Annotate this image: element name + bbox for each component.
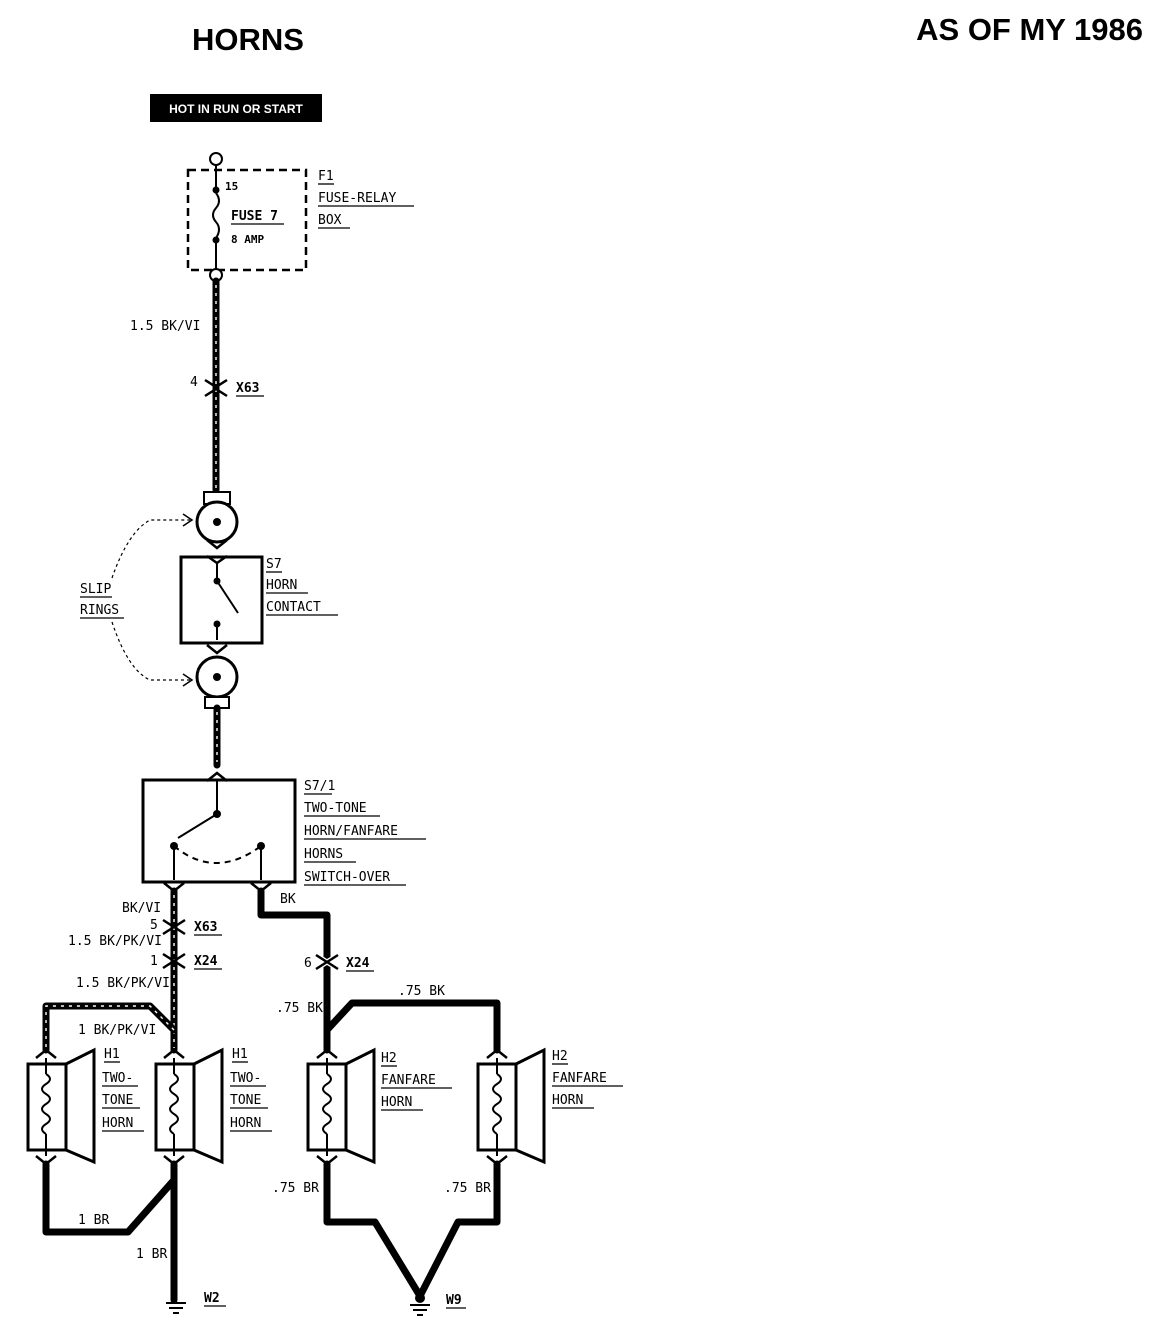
- h2-ground-wires: .75 BR .75 BR W9: [272, 1160, 501, 1316]
- fuse-name-label: FUSE 7: [231, 209, 278, 224]
- x24-left-pin: 1: [150, 954, 158, 969]
- h2-ground-left-label: .75 BR: [272, 1181, 319, 1196]
- x63-top-pin: 4: [190, 375, 198, 390]
- h1-right-name-2: TONE: [230, 1093, 261, 1108]
- fuse-box-name-2: BOX: [318, 213, 342, 228]
- h1-left-name-2: TONE: [102, 1093, 133, 1108]
- power-banner-label: HOT IN RUN OR START: [169, 102, 303, 116]
- fuse-rating-label: 8 AMP: [231, 233, 264, 246]
- fanfare-feed-wire: BK 6 X24 .75 BK .75 BK: [250, 882, 501, 1054]
- h1-feed-upper-label: 1.5 BK/PK/VI: [68, 934, 162, 949]
- h2-jumper-label: .75 BK: [398, 984, 445, 999]
- x24-right-pin: 6: [304, 956, 312, 971]
- slip-rings-annotation: SLIP RINGS: [80, 513, 194, 687]
- model-year-label: AS OF MY 1986: [916, 12, 1143, 47]
- slip-ring-lower: [195, 644, 239, 769]
- h1-left-name-1: TWO-: [102, 1071, 133, 1086]
- ground-w9-label: W9: [446, 1293, 462, 1308]
- horn-contact-id: S7: [266, 557, 282, 572]
- slip-ring-upper: [195, 491, 239, 550]
- x63-mid-name: X63: [194, 920, 217, 935]
- switch-over-id: S7/1: [304, 779, 335, 794]
- power-terminal: [209, 152, 223, 166]
- switch-over-name-1: TWO-TONE: [304, 801, 367, 816]
- horn-coil-icon: [41, 1073, 51, 1135]
- s71-left-out-label: BK/VI: [122, 901, 161, 916]
- horn-h1-right: H1 TWO- TONE HORN: [154, 1047, 272, 1166]
- h1-feed-lower-label: 1.5 BK/PK/VI: [76, 976, 170, 991]
- h1-right-name-1: TWO-: [230, 1071, 261, 1086]
- power-banner: [150, 94, 322, 122]
- horn-h2-left: H2 FANFARE HORN: [306, 1047, 452, 1166]
- h2-feed-label: .75 BK: [276, 1001, 323, 1016]
- switch-over-name-3: HORNS: [304, 847, 343, 862]
- h1-right-id: H1: [232, 1047, 248, 1062]
- h2-left-id: H2: [381, 1051, 397, 1066]
- h2-right-id: H2: [552, 1049, 568, 1064]
- horn-contact-name-1: HORN: [266, 578, 297, 593]
- horn-h2-right: H2 FANFARE HORN: [476, 1047, 623, 1166]
- x63-top-name: X63: [236, 381, 259, 396]
- x24-right-name: X24: [346, 956, 370, 971]
- fuse-relay-box: 15 FUSE 7 8 AMP F1 FUSE-RELAY BOX: [186, 152, 414, 282]
- h1-ground-jumper-label: 1 BR: [78, 1213, 109, 1228]
- horn-coil-icon: [169, 1073, 179, 1135]
- switch-over-name-2: HORN/FANFARE: [304, 824, 398, 839]
- fuse-7-icon: [212, 192, 220, 239]
- main-feed-label: 1.5 BK/VI: [130, 319, 200, 334]
- horn-coil-icon: [322, 1073, 332, 1135]
- h2-left-name-2: HORN: [381, 1095, 412, 1110]
- ground-w2-icon: [166, 1302, 186, 1314]
- slip-rings-label-2: RINGS: [80, 603, 119, 618]
- x24-left-name: X24: [194, 954, 218, 969]
- page-title: HORNS: [192, 22, 304, 57]
- h1-right-name-3: HORN: [230, 1116, 261, 1131]
- slip-ring-arrow-icon: [182, 513, 194, 527]
- h2-right-name-1: FANFARE: [552, 1071, 607, 1086]
- fuse-box-id: F1: [318, 169, 334, 184]
- h2-ground-right-label: .75 BR: [444, 1181, 491, 1196]
- h1-jumper-label: 1 BK/PK/VI: [78, 1023, 156, 1038]
- horn-coil-icon: [492, 1073, 502, 1135]
- s71-right-out-label: BK: [280, 892, 296, 907]
- two-tone-feed-wire: BK/VI 5 X63 1.5 BK/PK/VI 1 X24 1.5 BK/PK…: [68, 882, 222, 1054]
- fuse-box-name-1: FUSE-RELAY: [318, 191, 396, 206]
- slip-ring-arrow-icon: [182, 673, 194, 687]
- h1-left-id: H1: [104, 1047, 120, 1062]
- h1-jumper-wire: 1 BK/PK/VI: [42, 1002, 178, 1054]
- switch-over-name-4: SWITCH-OVER: [304, 870, 390, 885]
- h1-ground-wires: 1 BR 1 BR W2: [42, 1160, 226, 1314]
- h2-left-name-1: FANFARE: [381, 1073, 436, 1088]
- main-feed-wire: 1.5 BK/VI 4 X63: [130, 277, 264, 494]
- x63-mid-pin: 5: [150, 918, 158, 933]
- horn-h1-left: H1 TWO- TONE HORN: [26, 1047, 144, 1166]
- fuse-terminal-label: 15: [225, 180, 238, 193]
- ground-w2-label: W2: [204, 1291, 220, 1306]
- switch-over-box: S7/1 TWO-TONE HORN/FANFARE HORNS SWITCH-…: [141, 771, 426, 886]
- slip-rings-label-1: SLIP: [80, 582, 111, 597]
- h2-right-name-2: HORN: [552, 1093, 583, 1108]
- ground-w9-icon: [410, 1293, 430, 1316]
- h1-ground-label: 1 BR: [136, 1247, 167, 1262]
- horn-contact-switch: S7 HORN CONTACT: [179, 554, 338, 645]
- horn-contact-name-2: CONTACT: [266, 600, 321, 615]
- h1-left-name-3: HORN: [102, 1116, 133, 1131]
